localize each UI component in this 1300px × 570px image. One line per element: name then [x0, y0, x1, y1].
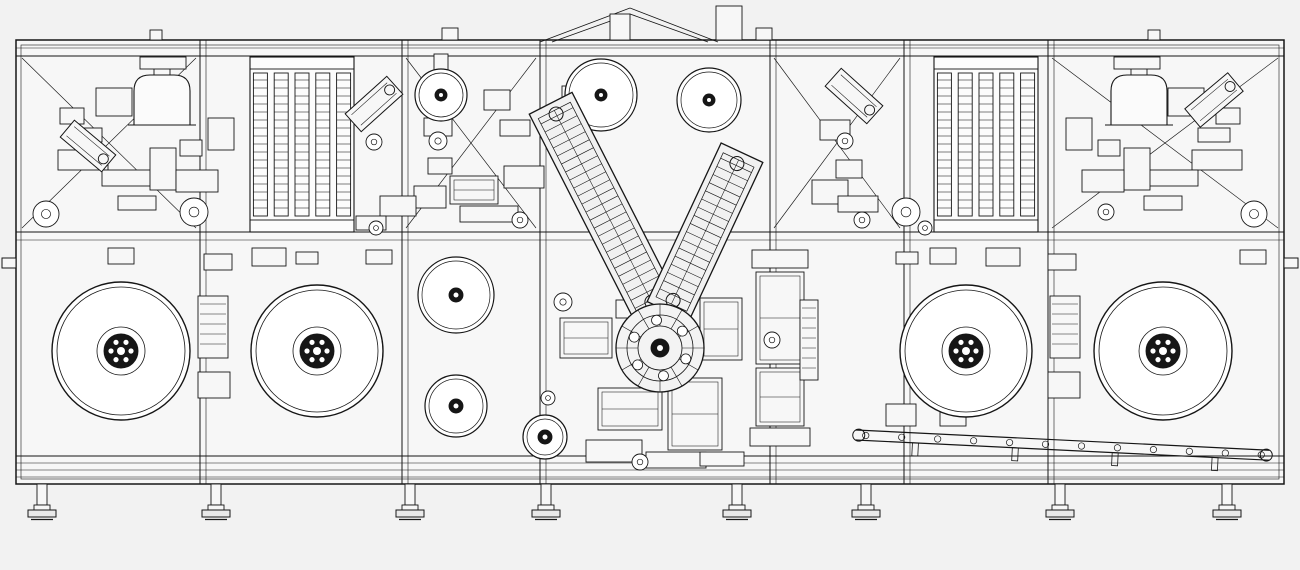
leveling-feet — [27, 483, 1242, 521]
large-reels — [51, 281, 1233, 421]
process-vessels — [128, 58, 1173, 126]
medium-reels — [417, 256, 568, 460]
rotary-turret — [615, 303, 705, 393]
guide-rollers — [32, 92, 1268, 471]
tilted-units — [59, 67, 1244, 173]
top-fixtures — [1, 5, 1299, 269]
output-conveyor — [852, 428, 1273, 472]
magazine-racks — [249, 56, 1039, 233]
